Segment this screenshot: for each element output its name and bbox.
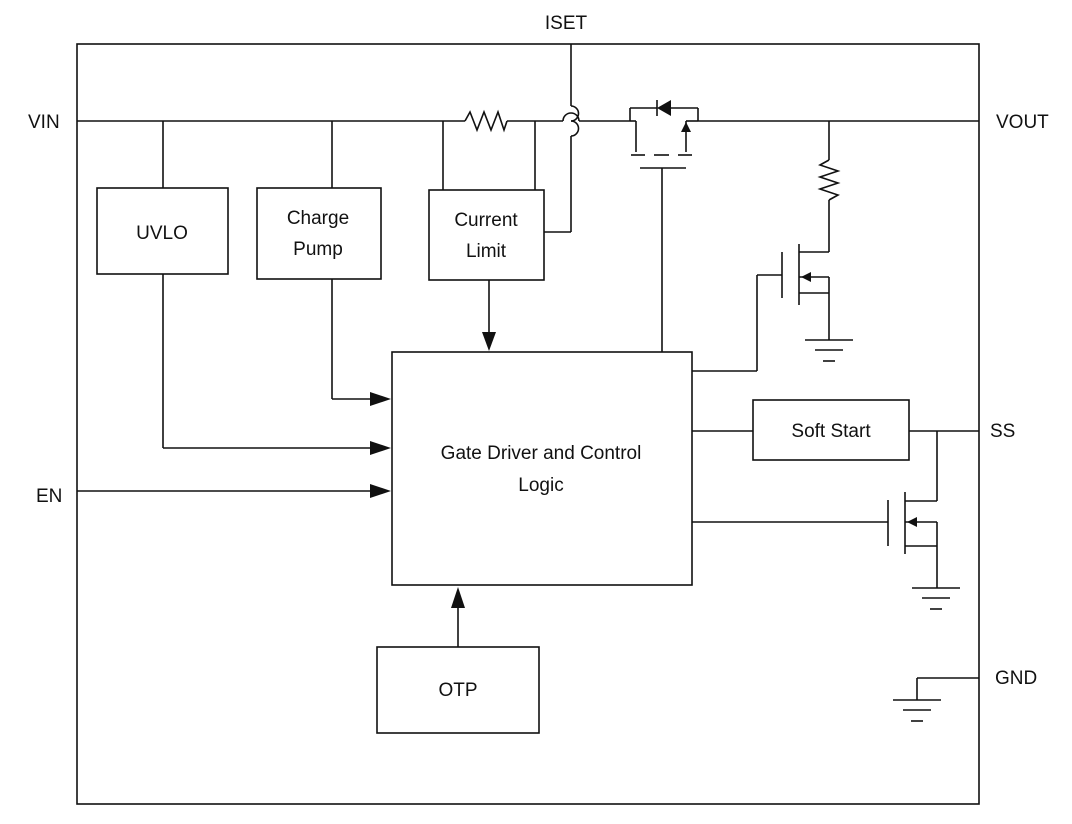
charge-pump-block <box>256 187 382 280</box>
vout-discharge-circuit <box>692 121 853 372</box>
pin-en-label: EN <box>36 486 62 507</box>
chip-boundary <box>76 43 980 805</box>
current-limit-signal-arrow <box>482 280 496 351</box>
ss-discharge-mosfet <box>692 431 960 610</box>
en-signal-arrow <box>77 484 391 498</box>
gate-driver-block <box>391 351 693 586</box>
current-limit-label-line2: Limit <box>466 241 507 262</box>
gnd-pin-symbol <box>893 677 979 722</box>
vin-rail <box>77 109 630 133</box>
pin-gnd-label: GND <box>995 668 1037 689</box>
pass-mosfet <box>629 100 699 352</box>
pin-iset-label: ISET <box>545 13 588 34</box>
otp-signal-arrow <box>451 587 465 647</box>
pin-vin-label: VIN <box>28 112 60 133</box>
pin-vout-label: VOUT <box>996 112 1049 133</box>
gate-driver-label-line2: Logic <box>518 475 563 496</box>
sense-resistor <box>464 109 508 133</box>
uvlo-signal-arrow <box>162 274 391 455</box>
soft-start-label: Soft Start <box>791 421 871 442</box>
charge-pump-label-line1: Charge <box>287 208 349 229</box>
current-limit-label-line1: Current <box>454 210 518 231</box>
charge-pump-label-line2: Pump <box>293 239 343 260</box>
pin-ss-label: SS <box>990 421 1015 442</box>
iset-crossover <box>562 112 580 122</box>
uvlo-label: UVLO <box>136 223 188 244</box>
gate-driver-label-line1: Gate Driver and Control <box>441 443 642 464</box>
current-limit-block <box>428 189 545 281</box>
discharge-resistor <box>817 159 841 201</box>
otp-block <box>376 646 540 734</box>
uvlo-block <box>96 187 229 275</box>
body-diode-icon <box>657 100 671 116</box>
charge-pump-signal-arrow <box>331 279 391 406</box>
iset-wire <box>544 44 580 233</box>
soft-start-block <box>752 399 910 461</box>
otp-label: OTP <box>438 680 477 701</box>
